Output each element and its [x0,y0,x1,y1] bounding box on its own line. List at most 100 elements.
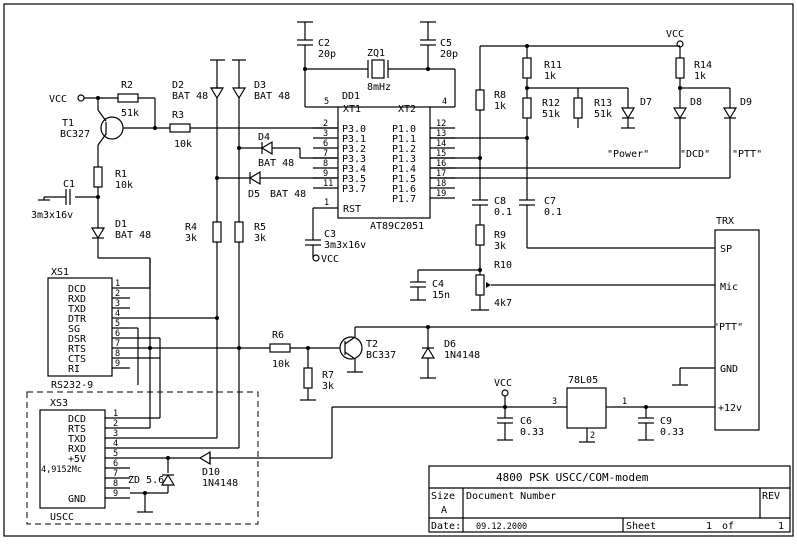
xs1-pin-number: 8 [115,349,120,359]
t2-label: T2 [366,339,378,350]
r8-label: R8 [494,90,506,101]
xs1-pin-number: 3 [115,299,120,309]
gnd-trx-label: GND [720,364,738,375]
r14-label: R14 [694,60,712,71]
date-label: Date: [431,521,461,532]
xs3-pin-number: 7 [113,469,118,479]
xs3-part-label: USCC [50,512,74,523]
size-label: Size [431,491,455,502]
sheet-label: Sheet [626,521,656,532]
xs1-pin-name: DSR [68,334,87,345]
mic-label: Mic [720,282,738,293]
xs1-pin-name: RI [68,364,80,375]
rst-label: RST [343,204,361,215]
xs3-pin-number: 6 [113,459,118,469]
c1-label: C1 [63,179,75,190]
mcu-pin-number: 9 [323,169,328,179]
title-block: 4800 PSK USCC/COM-modem Size A Document … [428,465,791,533]
plus12-label: +12v [718,403,742,414]
size-value: A [441,505,447,516]
d6-label: D6 [444,339,456,350]
date-value: 09.12.2000 [476,522,527,532]
sp-label: SP [720,244,732,255]
xs1-pin-name: RXD [68,294,86,305]
c5-label: C5 [440,38,452,49]
mcu-pin-number: 12 [436,119,446,129]
mcu-pin-number: 8 [323,159,328,169]
mcu-pin-number: 17 [436,169,446,179]
c9-value: 0.33 [660,427,684,438]
mcu-part-label: AT89C2051 [370,221,424,232]
vr-in-label: 3 [552,397,557,407]
xs3-pin-number: 5 [113,449,118,459]
c1-value: 3m3x16v [31,210,73,221]
d8-label: D8 [690,97,702,108]
c4-value: 15n [432,290,450,301]
xs3-pin-name: GND [68,494,86,505]
c7-label: C7 [544,196,556,207]
xs3-pin-name: RTS [68,424,86,435]
mcu-pin-number: 16 [436,159,446,169]
r7-value: 3k [322,381,334,392]
vcc-label-4: VCC [494,378,512,389]
ptt-led-label: "PTT" [732,149,762,160]
xs1-pin-number: 1 [115,279,120,289]
xs1-pin-name: TXD [68,304,86,315]
d10-value: 1N4148 [202,478,238,489]
rev-label: REV [762,491,780,502]
ptt-driver-section: R6 10k R7 3k T2 BC337 D6 1N4148 [148,325,480,401]
mcu-pin-name: P3.1 [342,134,366,145]
mcu-pin-number: 3 [323,129,328,139]
xs3-pin-name: +5V [68,454,86,465]
dd1-label: DD1 [342,91,360,102]
d4-label: D4 [258,132,270,143]
c7-value: 0.1 [544,207,562,218]
r2-label: R2 [121,80,133,91]
r4-value: 3k [185,233,197,244]
of-value: 1 [778,521,784,532]
d2-label: D2 [172,80,184,91]
xs3-pin-number: 1 [113,409,118,419]
mcu-pin-number: 6 [323,139,328,149]
xs1-pin-name: DTR [68,314,87,325]
r6-label: R6 [272,330,284,341]
xs3-pin-name: RXD [68,444,86,455]
regulator-section: VCC C6 0.33 78L05 3 1 2 C9 0.33 [331,375,684,458]
xs1-pin-number: 2 [115,289,120,299]
xs3-pin-number: 8 [113,479,118,489]
mcu-pin-name: P1.6 [392,184,416,195]
zd-label: ZD 5.6 [128,475,164,486]
c8-value: 0.1 [494,207,512,218]
t1-label: T1 [62,118,74,129]
mcu-pin-name: P3.3 [342,154,366,165]
xs1-pin-number: 4 [115,309,120,319]
t2-value: BC337 [366,350,396,361]
sheet-value: 1 [706,521,712,532]
docnum-label: Document Number [466,491,556,502]
of-label: of [722,521,734,532]
zq1-label: ZQ1 [367,48,385,59]
c9-label: C9 [660,416,672,427]
xs1-pin-number: 7 [115,339,120,349]
xs1-pin-name: SG [68,324,80,335]
c3-value: 3m3x16v [324,240,366,251]
sheet-border [3,3,794,537]
xs3-label: XS3 [50,398,68,409]
xt2-label: XT2 [398,104,416,115]
dcd-label: "DCD" [680,149,710,160]
mcu-pin-number: 15 [436,149,446,159]
mcu-pin-name: P3.5 [342,174,366,185]
d5-value: BAT 48 [270,189,306,200]
c4-label: C4 [432,279,444,290]
xs3-pin-number: 2 [113,419,118,429]
pin5-label: 5 [324,97,329,107]
r5-label: R5 [254,222,266,233]
d3-label: D3 [254,80,266,91]
mcu-pin-number: 2 [323,119,328,129]
c2-value: 20p [318,49,336,60]
xs3-pin-number: 3 [113,429,118,439]
